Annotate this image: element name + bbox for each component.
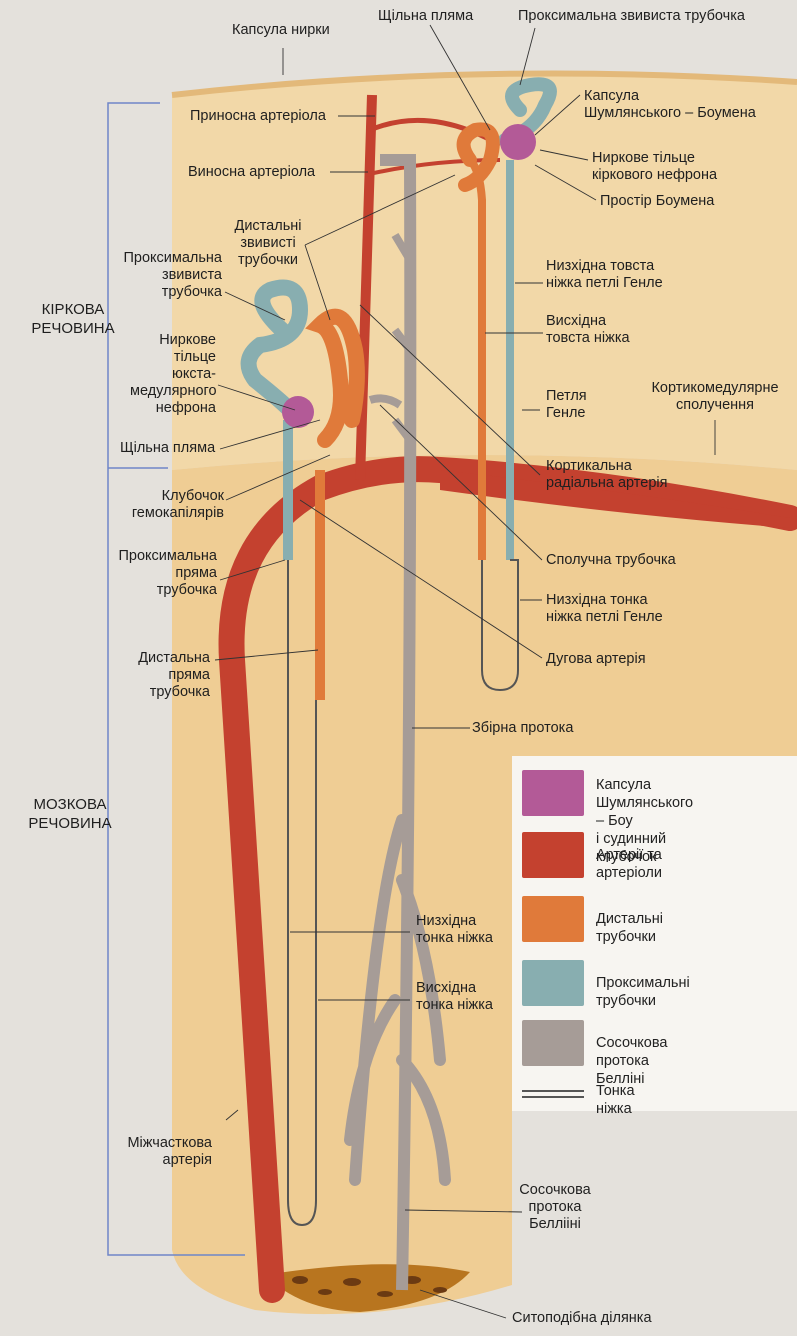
label-connecting-tubule: Сполучна трубочка	[546, 552, 676, 569]
label-proximal-convoluted-left: Проксимальна звивиста трубочка	[102, 250, 222, 301]
legend-swatch	[522, 832, 584, 878]
label-proximal-convoluted-top: Проксимальна звивиста трубочка	[518, 8, 745, 25]
legend-text: Проксимальні трубочки	[596, 974, 690, 1010]
label-cribriform-area: Ситоподібна ділянка	[512, 1310, 652, 1327]
label-distal-convoluted: Дистальні звивисті трубочки	[232, 218, 304, 269]
label-bowman-capsule: Капсула Шумлянського – Боумена	[584, 88, 756, 122]
label-collecting-duct: Збірна протока	[472, 720, 573, 737]
legend-swatch	[522, 896, 584, 942]
label-efferent-arteriole: Виносна артеріола	[188, 164, 315, 181]
legend: Капсула Шумлянського – Боу і судинний кл…	[512, 756, 797, 1111]
label-bowman-space: Простір Боумена	[600, 193, 714, 210]
legend-swatch	[522, 770, 584, 816]
label-proximal-straight: Проксимальна пряма трубочка	[105, 548, 217, 599]
legend-text: Артерії та артеріоли	[596, 846, 662, 882]
label-afferent-arteriole: Приносна артеріола	[190, 108, 326, 125]
label-interlobular-artery: Міжчасткова артерія	[100, 1135, 212, 1169]
label-corticomedullary: Кортикомедулярне сполучення	[640, 380, 790, 414]
label-macula-densa-top: Щільна пляма	[378, 8, 473, 25]
label-thin-descending-bottom: Низхідна тонка ніжка	[416, 913, 493, 947]
legend-swatch-thin-limb	[522, 1090, 584, 1098]
label-thin-descending-top: Низхідна тонка ніжка петлі Генле	[546, 592, 663, 626]
legend-text: Дистальні трубочки	[596, 910, 663, 946]
legend-text: Сосочкова протока Белліні	[596, 1034, 667, 1088]
label-renal-corpuscle-juxta: Ниркове тільце юкста- медулярного нефрон…	[130, 332, 216, 417]
label-renal-corpuscle-cortical: Ниркове тільце кіркового нефрона	[592, 150, 717, 184]
label-thick-descending: Низхідна товста ніжка петлі Генле	[546, 258, 663, 292]
label-loop-henle: Петля Генле	[546, 388, 587, 422]
label-thick-ascending: Висхідна товста ніжка	[546, 313, 630, 347]
legend-swatch	[522, 960, 584, 1006]
legend-swatch	[522, 1020, 584, 1066]
cortical-renal-corpuscle	[500, 124, 536, 160]
label-papillary-duct: Сосочкова протока Беллііні	[510, 1182, 600, 1233]
label-macula-densa-left: Щільна пляма	[120, 440, 215, 457]
label-glomerulus: Клубочок гемокапілярів	[112, 488, 224, 522]
label-cortical-radial-artery: Кортикальна радіальна артерія	[546, 458, 667, 492]
label-distal-straight: Дистальна пряма трубочка	[110, 650, 210, 701]
legend-text: Тонка ніжка	[596, 1082, 635, 1118]
label-kidney-capsule: Капсула нирки	[232, 22, 330, 39]
region-medulla: МОЗКОВА РЕЧОВИНА	[20, 795, 120, 833]
label-thin-ascending-bottom: Висхідна тонка ніжка	[416, 980, 493, 1014]
label-arcuate-artery: Дугова артерія	[546, 651, 646, 668]
region-cortex: КІРКОВА РЕЧОВИНА	[28, 300, 118, 338]
